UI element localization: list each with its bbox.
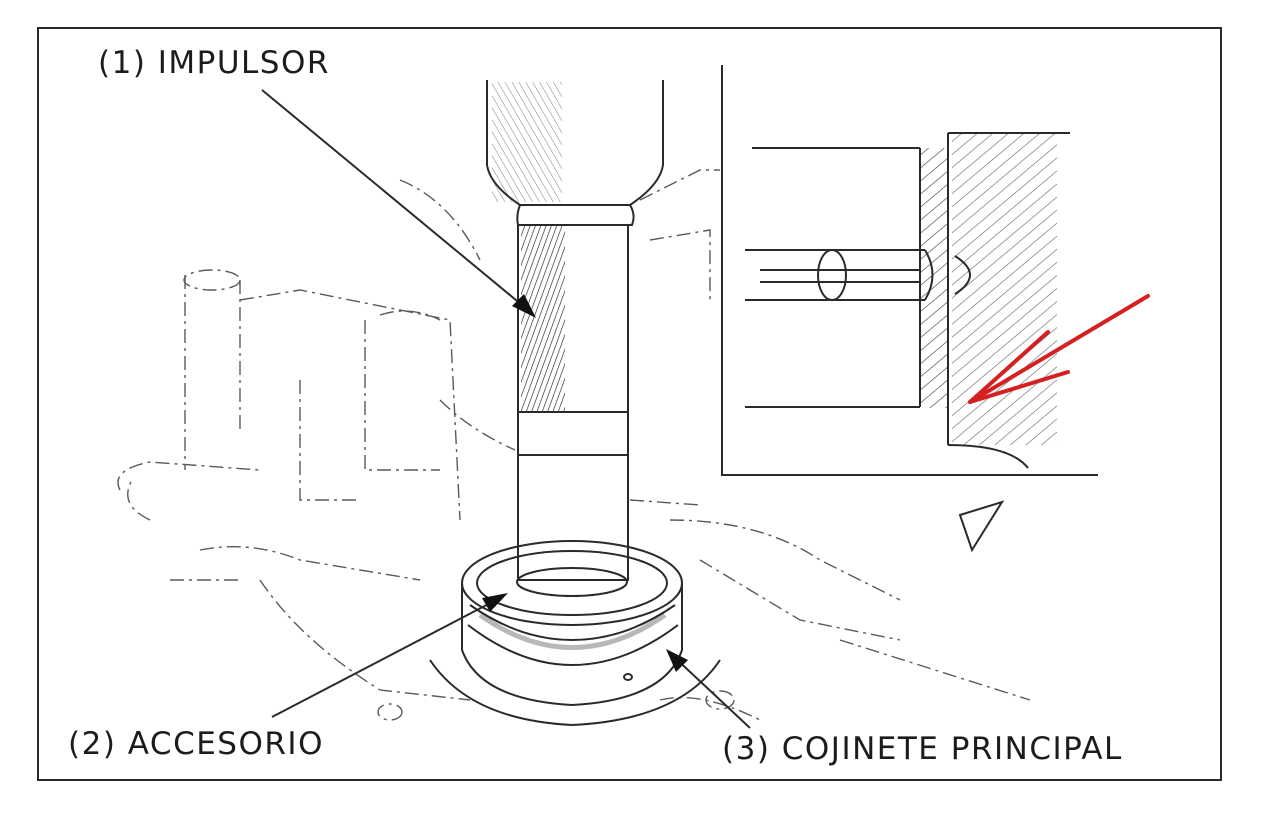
figure-frame <box>37 27 1222 781</box>
crankcase-outline <box>117 169 1031 721</box>
attachment-and-bearing <box>377 540 735 727</box>
leader-arrows <box>261 89 751 729</box>
highlight-arrow <box>968 294 1150 404</box>
label-accesorio: (2) ACCESORIO <box>68 726 324 762</box>
label-impulsor: (1) IMPULSOR <box>98 45 330 81</box>
driver-tool <box>486 80 664 581</box>
inset-cross-section <box>721 65 1098 476</box>
label-cojinete-principal: (3) COJINETE PRINCIPAL <box>722 731 1123 767</box>
